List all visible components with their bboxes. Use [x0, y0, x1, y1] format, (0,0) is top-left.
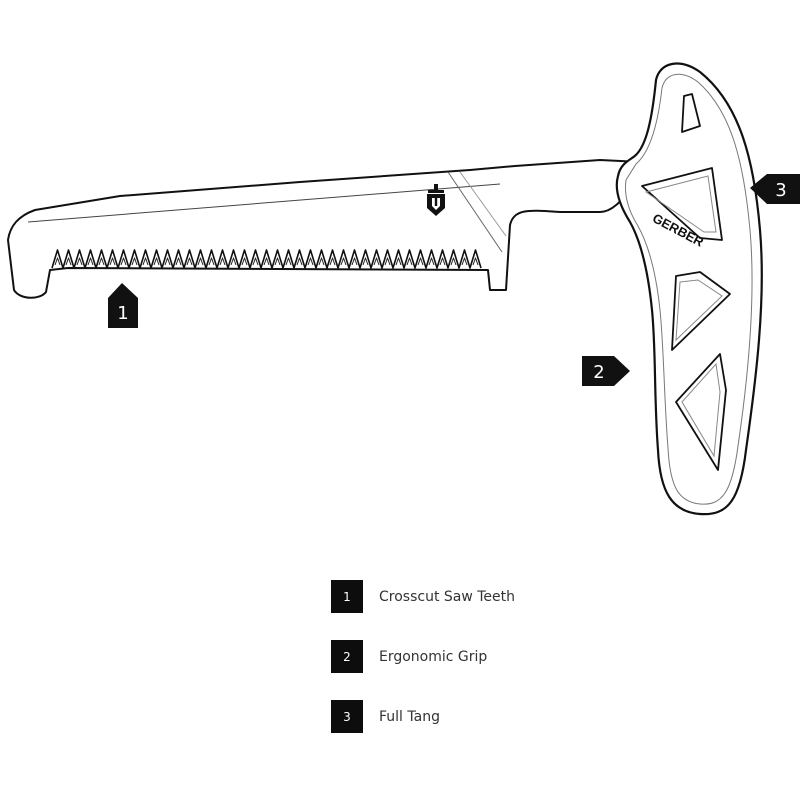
handle-cutout-bevels	[644, 175, 723, 458]
gerber-logo-icon	[427, 184, 445, 216]
callout-2-number: 2	[593, 362, 604, 383]
saw-diagram: GERBER 1 2 3	[7, 62, 800, 516]
callout-1-number: 1	[117, 303, 128, 324]
legend-item: 2 Ergonomic Grip	[331, 640, 631, 673]
callout-3: 3	[750, 174, 800, 204]
blade-bevel-line-2	[459, 171, 507, 237]
callout-1: 1	[108, 283, 138, 328]
legend-number-badge: 3	[331, 700, 363, 733]
blade-bevel-line	[447, 171, 503, 253]
legend-number-badge: 2	[331, 640, 363, 673]
callout-3-number: 3	[775, 180, 786, 201]
legend-label: Full Tang	[379, 708, 440, 725]
legend-label: Crosscut Saw Teeth	[379, 588, 516, 605]
blade-inner-line	[27, 183, 501, 223]
saw-teeth	[51, 249, 482, 269]
handle-inner-outline	[625, 73, 753, 505]
callout-2: 2	[582, 356, 630, 386]
legend-label: Ergonomic Grip	[379, 648, 488, 665]
legend-number-badge: 1	[331, 580, 363, 613]
legend-item: 1 Crosscut Saw Teeth	[331, 580, 631, 613]
saw-blade	[7, 159, 643, 299]
legend-item: 3 Full Tang	[331, 700, 631, 733]
legend: 1 Crosscut Saw Teeth 2 Ergonomic Grip 3 …	[331, 580, 631, 760]
